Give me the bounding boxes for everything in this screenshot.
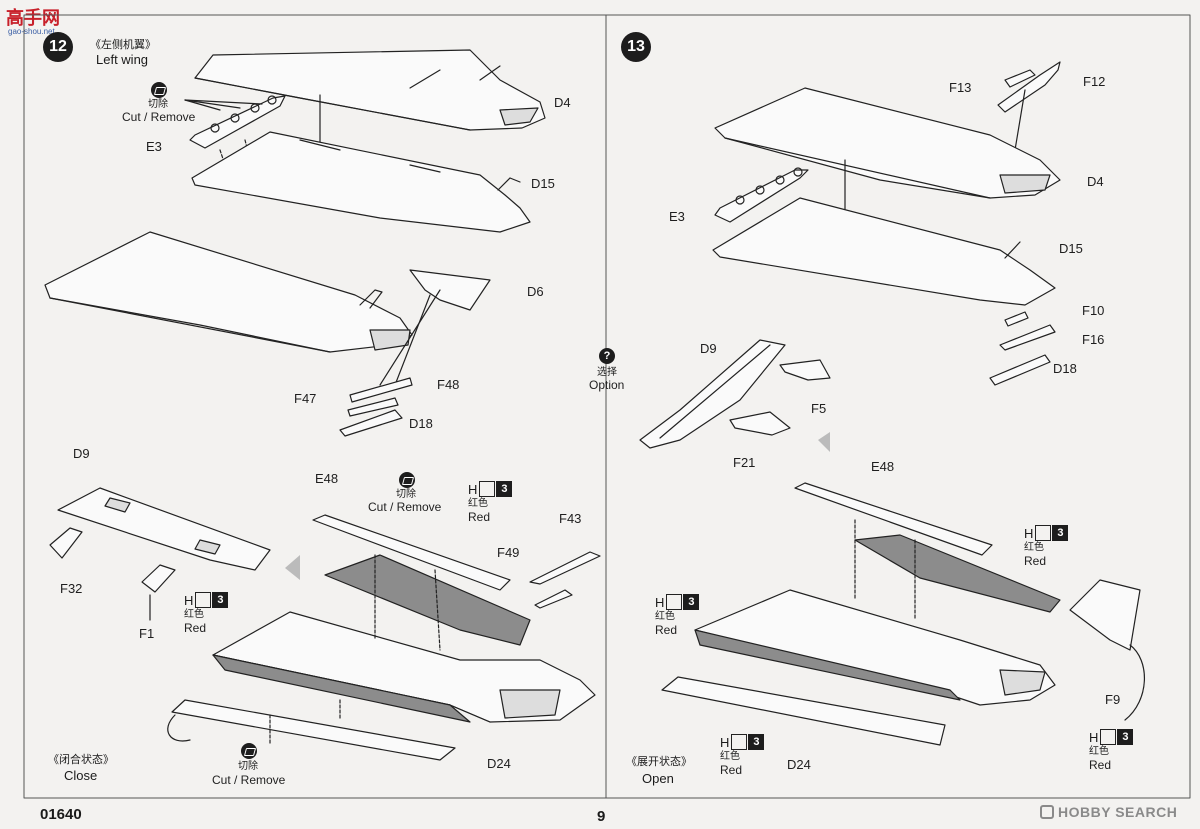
paint-callout-h3: H 3 [184, 592, 229, 608]
paint-code-number: 3 [1117, 729, 1134, 745]
paint-name-en: Red [468, 510, 491, 524]
part-label-d4: D4 [554, 95, 571, 110]
part-label-d6: D6 [527, 284, 544, 299]
paint-code-number: 3 [496, 481, 513, 497]
paint-swatch [1100, 729, 1117, 745]
part-label-f10: F10 [1082, 303, 1105, 318]
part-label-d15: D15 [531, 176, 555, 191]
paint-callout-h3: H 3 [655, 594, 700, 610]
paint-name-cn: 红色 [1024, 542, 1044, 553]
paint-code-letter: H [468, 481, 478, 497]
part-label-d18: D18 [409, 416, 433, 431]
paint-callout-h3: H 3 [1089, 729, 1134, 745]
paint-callout-h3: H 3 [1024, 525, 1069, 541]
cut-remove-icon [241, 743, 257, 759]
part-label-f1: F1 [139, 626, 155, 641]
part-label-d9-13: D9 [700, 341, 717, 356]
paint-name-en: Red [1089, 758, 1112, 772]
part-label-e3: E3 [146, 139, 162, 154]
cut-remove-icon [151, 82, 167, 98]
cut-label-en: Cut / Remove [368, 500, 442, 514]
part-label-f13: F13 [949, 80, 972, 95]
site-watermark-logo: 高手网 [6, 8, 60, 28]
part-label-d18-13: D18 [1053, 361, 1077, 376]
state-label-cn: 《闭合状态》 [48, 754, 114, 766]
paint-name-cn: 红色 [655, 611, 675, 622]
paint-code-letter: H [184, 592, 194, 608]
cut-label-cn: 切除 [396, 489, 416, 500]
part-label-f47: F47 [294, 391, 317, 406]
cut-label-en: Cut / Remove [212, 773, 286, 787]
part-label-e48-13: E48 [871, 459, 895, 474]
paint-name-cn: 红色 [184, 609, 204, 620]
paint-code-number: 3 [1052, 525, 1069, 541]
step-12-badge: 12 [43, 32, 73, 62]
option-label-en: Option [589, 378, 625, 392]
hobby-search-logo-icon [1040, 805, 1054, 819]
paint-swatch [666, 594, 683, 610]
paint-name-cn: 红色 [468, 498, 488, 509]
cut-label-cn: 切除 [238, 761, 258, 772]
question-icon: ? [599, 348, 615, 364]
part-label-f16: F16 [1082, 332, 1105, 347]
paint-code-letter: H [720, 734, 730, 750]
part-label-d15-13: D15 [1059, 241, 1083, 256]
paint-name-en: Red [184, 621, 207, 635]
paint-name-en: Red [655, 623, 678, 637]
part-label-f12: F12 [1083, 74, 1106, 89]
part-label-d9: D9 [73, 446, 90, 461]
cut-label-en: Cut / Remove [122, 110, 196, 124]
part-label-f43: F43 [559, 511, 582, 526]
paint-swatch [479, 481, 496, 497]
cut-label-cn: 切除 [148, 99, 168, 110]
part-label-d24-13: D24 [787, 757, 811, 772]
part-label-f5: F5 [811, 401, 827, 416]
paint-name-cn: 红色 [1089, 746, 1109, 757]
paint-callout-h3: H 3 [720, 734, 765, 750]
paint-code-number: 3 [748, 734, 765, 750]
paint-code-letter: H [1089, 729, 1099, 745]
part-label-f32: F32 [60, 581, 83, 596]
state-label-cn: 《展开状态》 [626, 756, 692, 768]
option-label-cn: 选择 [597, 367, 617, 378]
paint-name-en: Red [1024, 554, 1047, 568]
hobby-search-brand: HOBBY SEARCH [1058, 804, 1178, 820]
step-12-title-en: Left wing [96, 52, 149, 67]
paint-code-letter: H [655, 594, 665, 610]
paint-callout-h3: H 3 [468, 481, 513, 497]
paint-swatch [1035, 525, 1052, 541]
paint-name-en: Red [720, 763, 743, 777]
paint-swatch [731, 734, 748, 750]
cut-remove-icon [399, 472, 415, 488]
paint-code-number: 3 [212, 592, 229, 608]
state-label-en: Open [642, 771, 674, 786]
state-label-en: Close [64, 768, 98, 783]
part-label-d4-13: D4 [1087, 174, 1104, 189]
part-label-e3-13: E3 [669, 209, 685, 224]
part-label-f21: F21 [733, 455, 756, 470]
paint-name-cn: 红色 [720, 751, 740, 762]
paint-code-letter: H [1024, 525, 1034, 541]
step-13-badge: 13 [621, 32, 651, 62]
paint-code-number: 3 [683, 594, 700, 610]
part-label-f49: F49 [497, 545, 520, 560]
page-number: 9 [597, 808, 606, 825]
site-watermark-url: gao-shou.net [8, 27, 55, 36]
part-label-d24: D24 [487, 756, 511, 771]
paint-swatch [195, 592, 212, 608]
kit-number: 01640 [40, 806, 82, 823]
part-label-e48: E48 [315, 471, 339, 486]
step-12-title-cn: 《左侧机翼》 [90, 39, 156, 51]
part-label-f9: F9 [1105, 692, 1121, 707]
part-label-f48: F48 [437, 377, 460, 392]
